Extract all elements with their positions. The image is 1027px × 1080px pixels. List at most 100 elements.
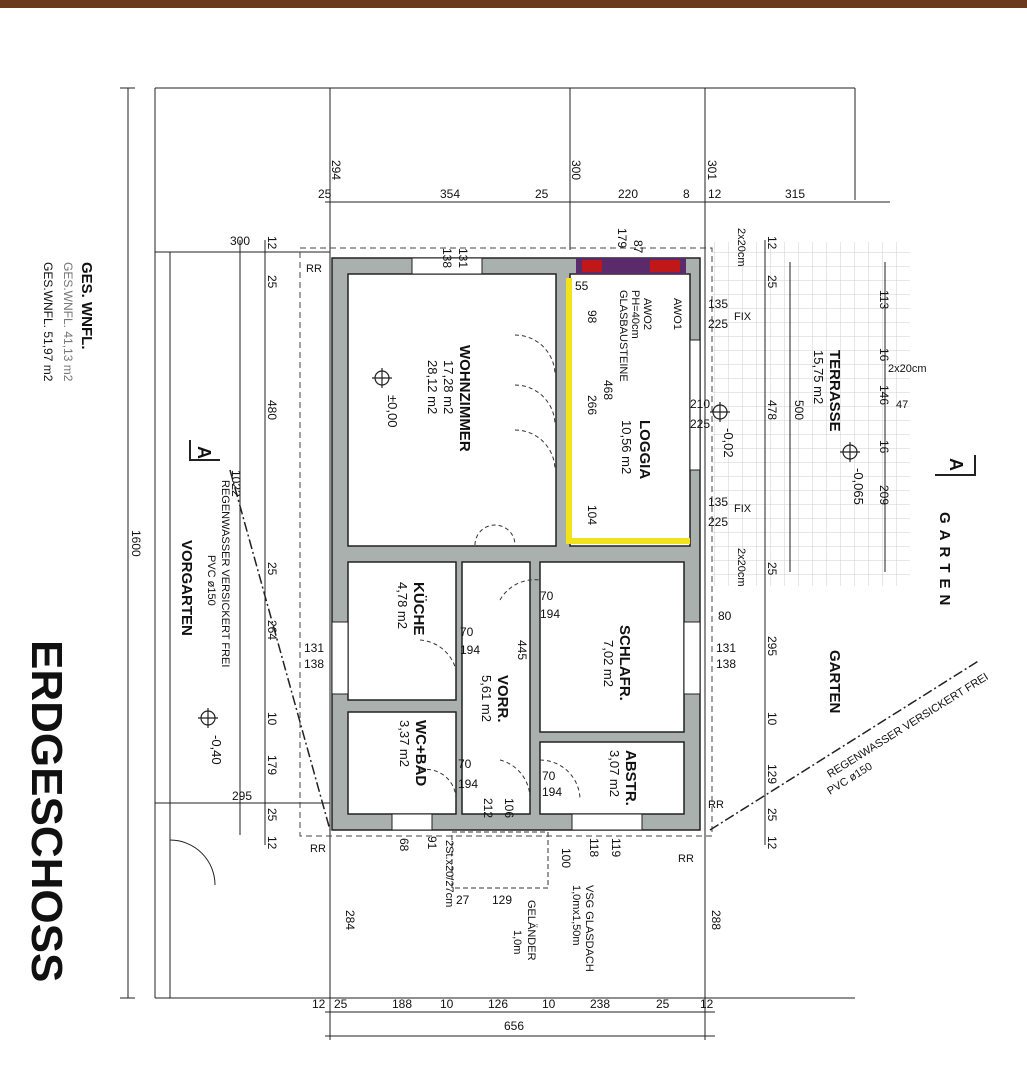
dim-left-chain-3: 25 [265, 562, 279, 576]
dim-misc-38: 100 [559, 848, 573, 868]
dim-misc-40: 119 [609, 838, 623, 857]
ph-label: PH=40cm [629, 290, 641, 339]
garten-label-1: GARTEN [936, 512, 953, 611]
dim-bottom-1: 25 [334, 997, 348, 1011]
dim-misc-27: 194 [540, 607, 560, 621]
step-label-2: 2x20cm [735, 548, 747, 587]
rr-label-2: RR [310, 843, 326, 855]
room-labels: WOHNZIMMER 17,28 m2 28,12 m2 ±0,00 LOGGI… [385, 345, 866, 806]
dim-left-total: 1600 [129, 530, 143, 557]
dim-misc-35: 212 [481, 798, 495, 818]
site-lines [120, 87, 856, 1040]
rr-label-1: RR [306, 263, 322, 275]
rainwater-pipe-2 [709, 659, 981, 831]
summary-line-1: GES.WNFL. 41,13 m2 [61, 262, 75, 382]
dim-misc-18: 225 [708, 317, 728, 331]
dim-top-upper-2: 301 [705, 160, 719, 180]
dim-misc-42: 129 [492, 893, 512, 907]
outdoor-labels: VORGARTEN -0,40 GARTEN GARTEN [178, 512, 953, 765]
dim-left-chain-2: 480 [265, 400, 279, 420]
dim-misc-24: 70 [460, 625, 474, 639]
stairs-label: 2St.x20/27cm [443, 840, 455, 907]
plan-title: ERDGESCHOSS [22, 640, 71, 982]
step-label-3b: 47 [896, 399, 908, 411]
dim-left-chain-8: 12 [265, 836, 279, 850]
dim-misc-13: 98 [585, 310, 599, 324]
dim-left-chain-7: 25 [265, 808, 279, 822]
dim-misc-23: 500 [792, 400, 806, 420]
dim-top-0: 25 [318, 187, 332, 201]
room-wcbad: WC+BAD [412, 720, 429, 786]
door-swings [419, 334, 581, 801]
dim-right-chain-8: 12 [765, 836, 779, 850]
step-label-3: 2x20cm [888, 363, 927, 375]
dim-left-chain-1: 25 [265, 275, 279, 289]
dim-right-chain-0: 12 [765, 236, 779, 250]
dim-bottom-4: 126 [488, 997, 508, 1011]
area-vorr: 5,61 m2 [479, 675, 494, 722]
room-kueche: KÜCHE [410, 582, 427, 635]
dim-misc-17: 135 [708, 297, 728, 311]
level-terrasse: -0,065 [851, 468, 866, 505]
dim-misc-28: 70 [458, 757, 472, 771]
vorgarten-label: VORGARTEN [178, 540, 195, 636]
fix-label-2: FIX [734, 503, 752, 515]
room-abstr: ABSTR. [622, 750, 639, 806]
dim-misc-0: 300 [230, 234, 250, 248]
dim-bottom-2: 188 [392, 997, 412, 1011]
fix-label-1: FIX [734, 311, 752, 323]
summary-line-2: GES.WNFL. 51,97 m2 [41, 262, 55, 382]
area-wohnzimmer-old: 17,28 m2 [441, 360, 456, 414]
gate-swing [169, 839, 216, 886]
dim-right-chain-5: 10 [765, 712, 779, 726]
dim-left-chain-4: 264 [265, 620, 279, 640]
dim-top-upper-1: 300 [569, 160, 583, 180]
step-label-1: 2x20cm [735, 228, 747, 267]
glass-blocks-label: GLASBAUSTEINE [617, 290, 629, 382]
section-marker-left [189, 440, 220, 461]
dim-bottom-6: 238 [590, 997, 610, 1011]
vsg-label-1: VSG GLASDACH [583, 885, 595, 972]
dim-misc-32: 445 [515, 640, 529, 660]
dim-bottom-3: 10 [440, 997, 454, 1011]
dim-misc-2: 284 [343, 910, 357, 930]
dim-right-chain-4: 295 [765, 636, 779, 656]
dim-terrace-chain-4: 209 [877, 485, 891, 505]
rr-label-4: RR [708, 799, 724, 811]
dim-misc-6: 131 [716, 641, 736, 655]
dim-misc-10: 179 [615, 228, 629, 248]
dim-misc-25: 194 [460, 643, 480, 657]
dim-misc-34: 106 [502, 798, 516, 818]
awo1-label: AWO1 [671, 298, 683, 330]
room-wohnzimmer: WOHNZIMMER [456, 345, 473, 452]
dim-misc-26: 70 [540, 589, 554, 603]
dim-misc-15: 266 [585, 395, 599, 415]
dim-misc-16: 104 [585, 505, 599, 525]
dim-right-chain-1: 25 [765, 275, 779, 289]
terrace-tiles [712, 242, 910, 586]
room-schlafr: SCHLAFR. [616, 625, 633, 701]
area-schlafr: 7,02 m2 [601, 640, 616, 687]
roof-outline [299, 247, 713, 837]
dim-top-5: 12 [708, 187, 722, 201]
awo2-label: AWO2 [641, 298, 653, 330]
dim-misc-9: 131 [456, 248, 470, 268]
section-label-right: A [946, 458, 966, 471]
dim-right-chain-3: 25 [765, 562, 779, 576]
loggia-edge [566, 278, 572, 544]
dim-terrace-chain-0: 113 [877, 290, 891, 309]
dim-misc-30: 70 [542, 769, 556, 783]
dim-bottom-8: 12 [700, 997, 714, 1011]
dim-misc-33: 80 [718, 609, 732, 623]
dim-terrace-chain-1: 16 [877, 348, 891, 362]
dim-bottom-7: 25 [656, 997, 670, 1011]
dim-misc-37: 68 [397, 838, 411, 852]
area-abstr: 3,07 m2 [607, 750, 622, 797]
dim-misc-22: 225 [708, 515, 728, 529]
dim-bottom-5: 10 [542, 997, 556, 1011]
dim-left-chain-5: 10 [265, 712, 279, 726]
dim-terrace-chain-3: 16 [877, 440, 891, 454]
loggia-edge-bottom [572, 538, 690, 544]
